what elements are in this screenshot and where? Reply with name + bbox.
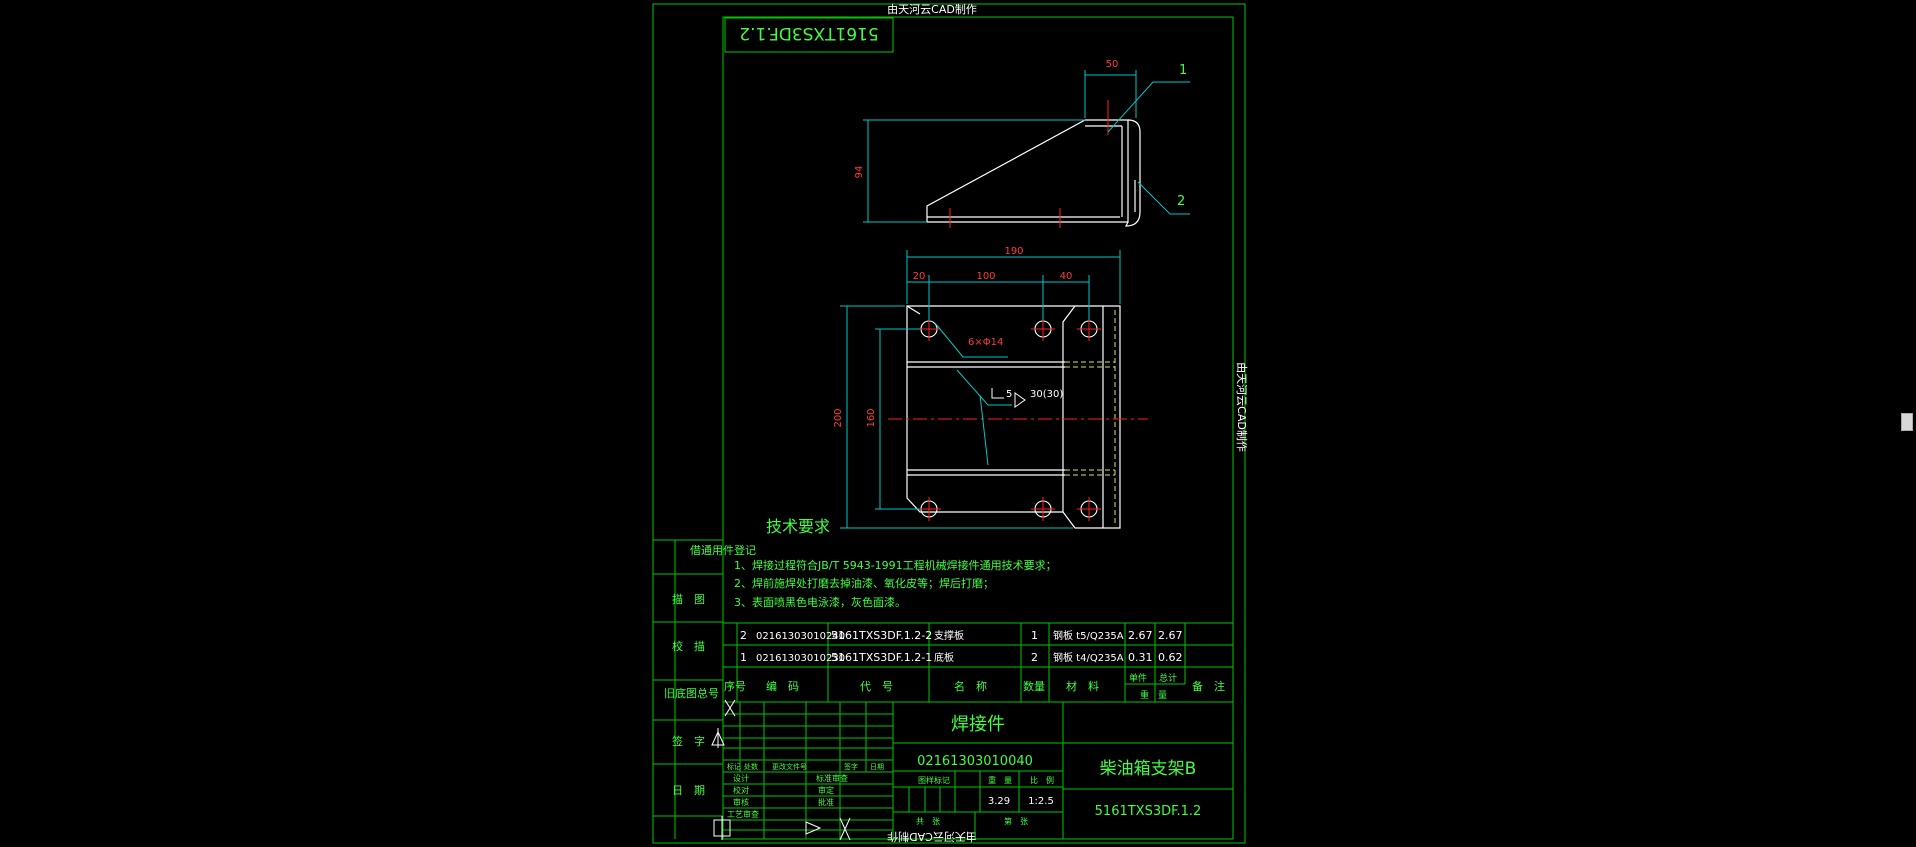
tech-requirements: 技术要求 1、焊接过程符合JB/T 5943-1991工程机械焊接件通用技术要求… [734, 517, 1057, 609]
rev-col-date: 日期 [870, 763, 884, 771]
bom-header-unit: 单件 [1129, 672, 1147, 684]
balloon-1: 1 [1179, 63, 1187, 78]
bom-row-material: 钢板 t4/Q235A [1053, 651, 1124, 664]
weld-length: 30(30) [1030, 389, 1063, 400]
bom-row-drawing: 5161TXS3DF.1.2-2 [831, 629, 932, 642]
scrollbar-thumb[interactable] [1901, 413, 1913, 431]
watermark-top: 由天河云CAD制作 [887, 2, 977, 16]
bom-rows: 2 02161303010240 5161TXS3DF.1.2-2 支撑板 1 … [740, 629, 1183, 664]
bom-row-name: 底板 [934, 651, 954, 664]
scale-label: 比 例 [1030, 775, 1054, 785]
tech-line-1: 1、焊接过程符合JB/T 5943-1991工程机械焊接件通用技术要求； [734, 558, 1057, 572]
role-authorize: 批准 [818, 797, 834, 807]
dim-top: 50 [1106, 59, 1119, 70]
tech-line-3: 3、表面喷黑色电泳漆，灰色面漆。 [734, 595, 906, 609]
bom-header-qty: 数量 [1023, 680, 1045, 693]
left-strip-old-no: 旧底图总号 [664, 686, 719, 700]
bom-header-name: 名 称 [954, 679, 987, 693]
bom-row-material: 钢板 t5/Q235A [1053, 629, 1124, 642]
sheet-number: 第 张 [1004, 816, 1028, 826]
bom-row-drawing: 5161TXS3DF.1.2-1 [831, 651, 932, 664]
weld-symbol: 5 30(30) [991, 388, 1063, 408]
dim-a: 20 [913, 271, 926, 282]
role-approve: 审定 [818, 785, 834, 795]
rev-col-file: 更改文件号 [772, 762, 807, 771]
dim-b: 100 [976, 271, 995, 282]
bom-row-qty: 1 [1031, 629, 1038, 642]
bom-row-seq: 2 [740, 629, 747, 642]
bom-header-code: 编 码 [766, 679, 799, 693]
rev-col-count: 处数 [744, 762, 758, 771]
drawing-number: 5161TXS3DF.1.2 [1095, 804, 1202, 819]
mirrored-drawing-code: 5161TXS3DF.1.2 [739, 23, 878, 43]
bom-header-total: 总计 [1159, 672, 1177, 684]
left-strip-sign: 签 字 [672, 734, 705, 748]
hole-note: 6×Φ14 [968, 337, 1003, 348]
role-labels: 设计 校对 审核 工艺审查 标准审查 审定 批准 [727, 773, 848, 819]
role-design: 设计 [733, 773, 749, 783]
rev-col-mark: 标记 [727, 762, 741, 771]
bom-row-code: 02161303010230 [756, 653, 845, 664]
watermark-bottom: 由天河云CAD制作 [887, 830, 977, 844]
tech-title: 技术要求 [766, 517, 830, 536]
role-process: 工艺审查 [727, 809, 759, 819]
left-strip-date: 日 期 [672, 784, 705, 797]
bom-header-note: 备 注 [1192, 679, 1225, 693]
front-view: 50 94 1 2 [854, 59, 1190, 228]
sheet-total: 共 张 [916, 817, 940, 826]
tech-line-2: 2、焊前施焊处打磨去掉油漆、氧化皮等；焊后打磨； [734, 576, 994, 590]
part-code: 02161303010040 [917, 754, 1033, 769]
bom-row-seq: 1 [740, 651, 747, 664]
weight-label: 重 量 [988, 775, 1012, 785]
dim-height: 200 [833, 408, 844, 427]
part-name: 柴油箱支架B [1100, 759, 1197, 779]
balloon-2: 2 [1177, 194, 1185, 209]
bom-header-drawing: 代 号 [860, 680, 893, 693]
role-standard: 标准审查 [816, 773, 848, 783]
dim-total: 190 [1004, 246, 1023, 257]
bom-row-unit: 0.31 [1128, 651, 1153, 664]
role-review: 审核 [733, 797, 749, 807]
watermark-right: 由天河云CAD制作 [1235, 362, 1249, 452]
bom-header-material: 材 料 [1066, 679, 1099, 693]
left-strip: 借通用件登记 描 图 校 描 旧底图总号 签 字 日 期 [664, 543, 756, 797]
part-type: 焊接件 [951, 714, 1005, 735]
role-check: 校对 [733, 785, 749, 795]
title-block-grid [723, 702, 1233, 839]
dim-inner: 160 [866, 408, 877, 427]
sheet-frame [652, 3, 1246, 844]
dim-left: 94 [854, 166, 865, 179]
bom-header-weight: 重 量 [1140, 689, 1167, 701]
left-strip-trace: 描 图 [672, 592, 705, 606]
scale-value: 1:2.5 [1028, 796, 1054, 807]
dim-c: 40 [1060, 271, 1073, 282]
bom-row-total: 0.62 [1158, 651, 1183, 664]
plan-view: 190 20 100 40 200 160 6×Φ14 5 30(30) [833, 246, 1148, 529]
weight-value: 3.29 [988, 796, 1010, 807]
vertical-scrollbar[interactable] [1898, 0, 1916, 847]
bom-headers: 序号 编 码 代 号 名 称 数量 材 料 单件 总计 重 量 备 注 [724, 672, 1225, 701]
bom-header-seq: 序号 [724, 679, 746, 693]
bom-row-unit: 2.67 [1128, 629, 1153, 642]
weld-size: 5 [1006, 389, 1012, 400]
left-strip-proof: 校 描 [672, 639, 705, 653]
bom-row-qty: 2 [1031, 651, 1038, 664]
revision-headers: 标记 处数 更改文件号 签字 日期 [727, 762, 884, 771]
mark-label: 图样标记 [918, 775, 950, 785]
rev-col-sign: 签字 [844, 762, 858, 771]
projection-symbols [711, 699, 851, 841]
bom-row-code: 02161303010240 [756, 631, 845, 642]
bom-row-name: 支撑板 [934, 629, 964, 642]
left-strip-borrow: 借通用件登记 [690, 543, 756, 557]
bom-table [723, 622, 1234, 703]
bom-row-total: 2.67 [1158, 629, 1183, 642]
